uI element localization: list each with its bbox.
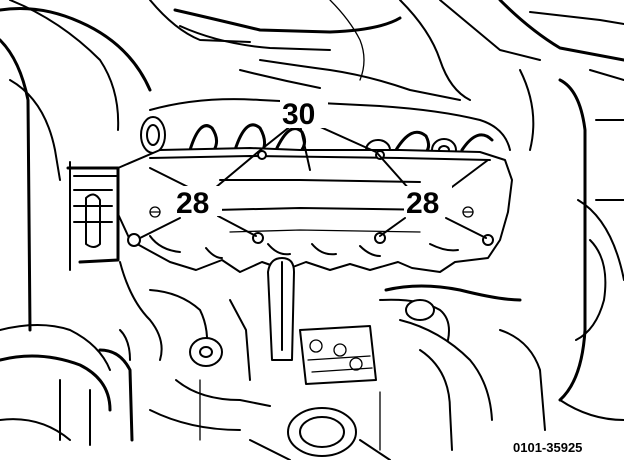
lower-engine-parts bbox=[98, 257, 546, 460]
callout-leaders bbox=[139, 124, 489, 239]
callout-28-left: 28 bbox=[176, 187, 209, 220]
callouts: 30 28 28 bbox=[174, 98, 452, 220]
figure-reference-number: 0101-35925 bbox=[513, 440, 582, 455]
engine-bay-background bbox=[0, 0, 624, 446]
cylinder-head-cover bbox=[66, 147, 513, 273]
callout-30: 30 bbox=[282, 98, 315, 131]
callout-28-right: 28 bbox=[406, 187, 439, 220]
